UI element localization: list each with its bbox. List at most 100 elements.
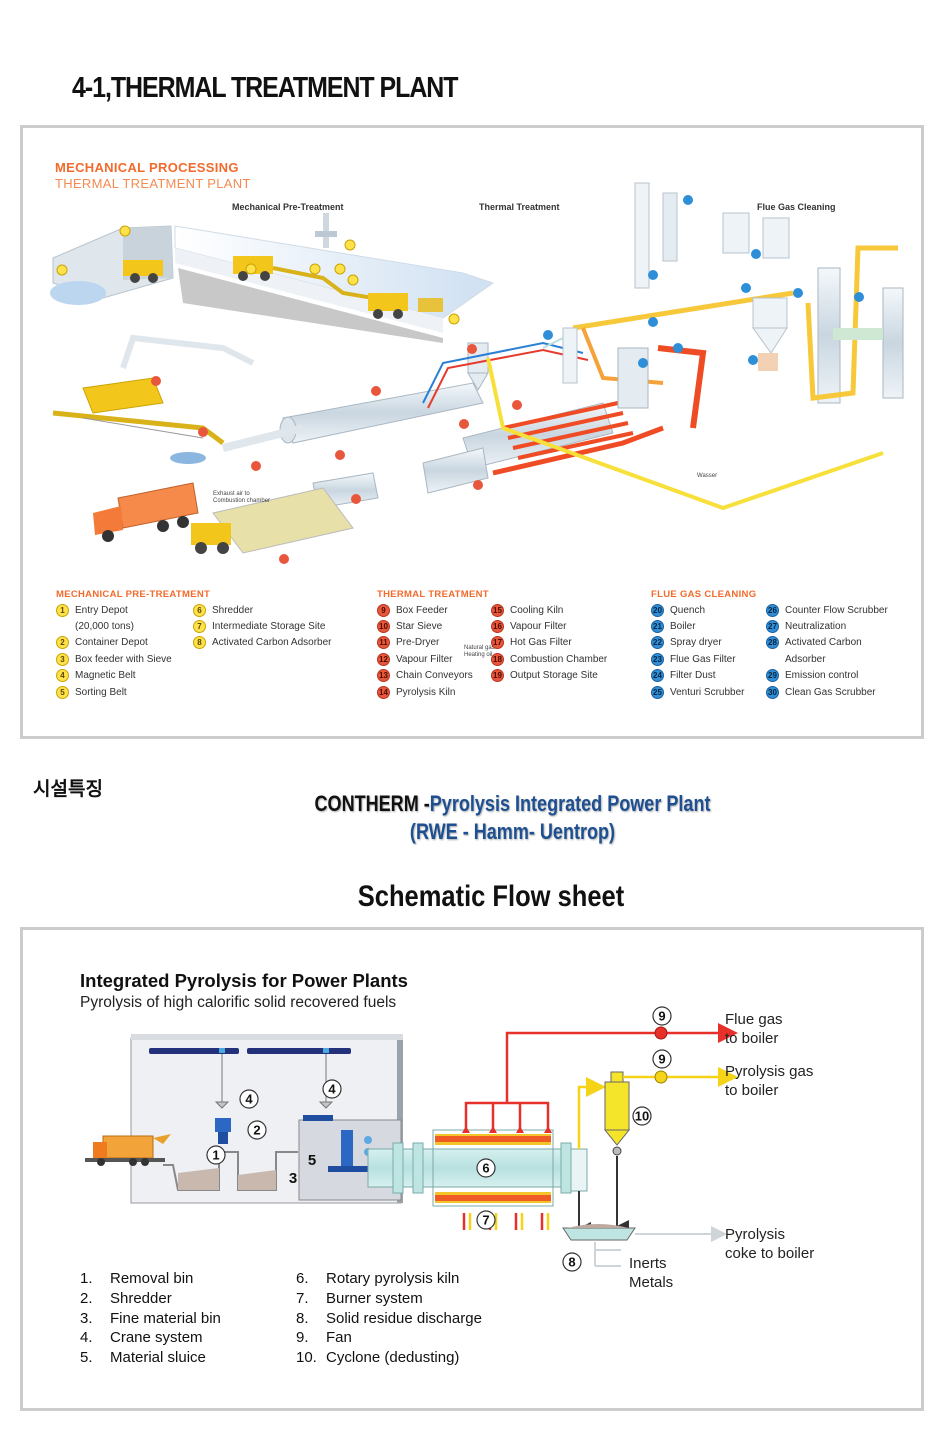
legend-number: 10. (296, 1349, 317, 1367)
legend-item-label: Output Storage Site (510, 670, 598, 682)
legend-item-label: Container Depot (75, 637, 148, 649)
legend-heading-flue: FLUE GAS CLEANING (651, 589, 757, 600)
schematic-flow-diagram: Integrated Pyrolysis for Power Plants Py… (20, 927, 924, 1411)
legend-item-label: Intermediate Storage Site (212, 621, 326, 633)
legend-item-label: Box feeder with Sieve (75, 653, 172, 665)
note-exhaust: Exhaust air to Combustion chamber (213, 491, 271, 504)
output-coke: Pyrolysis coke to boiler (725, 1226, 815, 1262)
legend-item: 2.Shredder (80, 1290, 221, 1310)
number-badge-icon: 18 (491, 652, 504, 666)
legend-number: 9. (296, 1329, 309, 1347)
thermal-plant-illustration: MECHANICAL PROCESSING THERMAL TREATMENT … (20, 125, 924, 739)
legend-item: 18 Combustion Chamber (491, 651, 607, 667)
delivery-truck (93, 482, 199, 542)
pyrolysis-gas-line (577, 1077, 606, 1149)
legend-item-label: Quench (670, 604, 706, 616)
legend-item-label: Entry Depot (75, 604, 128, 616)
legend-item-label: Emission control (785, 670, 859, 682)
contherm-name: Pyrolysis Integrated Power Plant (429, 791, 711, 816)
entry-depot-shed (50, 225, 174, 305)
legend-item-label: Pre-Dryer (396, 637, 440, 649)
legend-number: 1. (80, 1270, 93, 1287)
scene-callouts (56, 195, 864, 564)
number-badge-icon: 7 (193, 620, 206, 634)
legend-number: 8. (296, 1309, 309, 1327)
legend-item-label: Shredder (212, 604, 254, 616)
legend-number: 5. (80, 1349, 93, 1367)
contherm-location: (RWE - Hamm- Uentrop) (409, 819, 616, 844)
legend-item: 6.Rotary pyrolysis kiln (296, 1270, 482, 1290)
legend-heading-thermal: THERMAL TREATMENT (377, 589, 489, 600)
flue-gas-collection (464, 1023, 738, 1130)
legend-item-label: Boiler (670, 621, 696, 633)
legend-item-label: Fan (326, 1329, 352, 1347)
legend-item: 3.Fine material bin (80, 1310, 221, 1330)
page-title: 4-1,THERMAL TREATMENT PLANT (72, 72, 459, 104)
cyclone (603, 1071, 631, 1236)
legend-item-label: Magnetic Belt (75, 670, 136, 682)
legend-item-label: Combustion Chamber (510, 653, 608, 665)
legend-item-label: Activated Carbon Adsorber (212, 637, 332, 649)
note-natural-gas: Natural gas/ Heating oil (464, 645, 497, 658)
spray-dryer (562, 327, 578, 384)
legend-item: 4. Crane system (80, 1329, 221, 1349)
legend-item-label: Vapour Filter (510, 621, 567, 633)
pyrolysis-kiln (462, 401, 664, 476)
callout-number: 8 (568, 1255, 575, 1270)
diagram-subtitle: THERMAL TREATMENT PLANT (55, 176, 251, 191)
note-wasser: Wasser (697, 473, 718, 479)
flue-gas-cleaning-equipment (634, 182, 904, 404)
number-badge-icon: 28 (766, 636, 779, 650)
section-label-flue: Flue Gas Cleaning (757, 202, 836, 212)
legend-item: 21 Boiler (651, 618, 745, 634)
legend-number: 2. (80, 1289, 93, 1307)
legend-item: 10.Cyclone (dedusting) (296, 1349, 482, 1369)
callout-number: 5 (308, 1152, 316, 1169)
legend-item-label: Rotary pyrolysis kiln (326, 1270, 460, 1287)
flue-fan-icon (654, 1026, 668, 1040)
legend-item-label: Fine material bin (110, 1309, 221, 1327)
legend-item-label: Crane system (110, 1329, 203, 1347)
legend-item: 7.Burner system (296, 1290, 482, 1310)
legend-item-label: Venturi Scrubber (670, 686, 745, 698)
number-badge-icon: 24 (651, 669, 664, 683)
callout-number: 4 (245, 1092, 253, 1107)
output-inerts-metals: Inerts Metals (629, 1255, 674, 1291)
pretreatment-hall (174, 213, 495, 343)
number-badge-icon: 27 (766, 620, 779, 634)
number-badge-icon: 21 (651, 620, 664, 634)
number-badge-icon: 23 (651, 652, 664, 666)
features-label: 시설특징 (33, 779, 103, 800)
schematic-title: Schematic Flow sheet (357, 880, 625, 913)
number-badge-icon: 30 (766, 685, 779, 699)
legend-item-label: Sorting Belt (75, 686, 127, 698)
number-badge-icon: 15 (491, 603, 504, 617)
legend-item-label: Neutralization (785, 621, 847, 633)
legend-number: 4. (80, 1329, 93, 1347)
output-flue-gas: Flue gas to boiler (725, 1011, 783, 1047)
legend-item: Adsorber (766, 651, 888, 667)
legend-item-label: Pyrolysis Kiln (396, 686, 456, 698)
number-badge-icon: 10 (377, 620, 390, 634)
